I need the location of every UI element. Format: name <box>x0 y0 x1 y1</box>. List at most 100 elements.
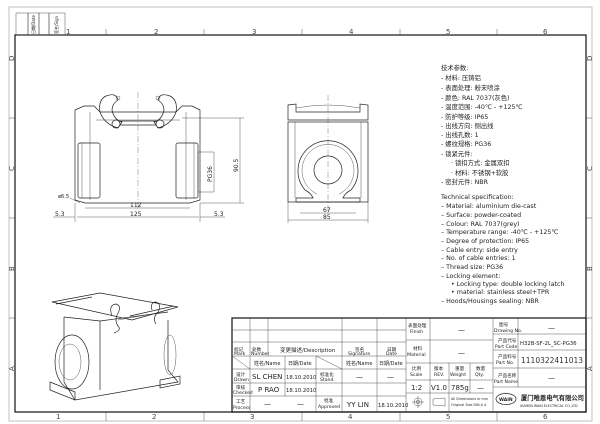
rev-label-en: REV. <box>434 372 444 378</box>
projection-symbol-icon <box>412 396 446 408</box>
process-label-cn: 工艺 <box>236 399 246 405</box>
zone-bottom-2: 2 <box>152 413 156 421</box>
part-code-label-en: Part Code <box>495 344 517 350</box>
dim-right-offset: 5.3 <box>214 211 224 218</box>
part-no-label-cn: 产品料号 <box>498 353 517 360</box>
zone-markers: 1 2 3 4 5 6 1 2 3 4 5 6 D C B A D C B A <box>8 28 594 421</box>
spec-cn-line: - 材料: 压铸铝 <box>441 73 481 82</box>
dim-left-offset: 5.3 <box>55 211 65 218</box>
material-label-en: Material <box>407 352 426 358</box>
name-header-2: 姓名/Name <box>346 360 372 367</box>
front-view: 112 125 5.3 5.3 90.5 PG36 ø6.5 <box>53 92 244 222</box>
spec-en-line: – Colour: RAL 7037(grey) <box>441 221 520 228</box>
spec-cn-title: 技术参数: <box>441 63 468 72</box>
checked-label-cn: 审核 <box>236 384 246 391</box>
dim-inner-width: 112 <box>130 202 142 209</box>
title-block: 标记 Mark 处数 Number 变更描述/Description 签名 Si… <box>231 317 587 413</box>
spec-en-line: – Cable entry: side entry <box>441 247 518 254</box>
number-label-en: Number <box>251 351 270 357</box>
part-code-value: H32B-SF-2L_SC-PG36 <box>520 341 577 347</box>
dim-hole: ø6.5 <box>58 194 69 200</box>
finish-label-cn: 表面处理 <box>408 322 427 329</box>
spec-cn-line: · 锁扣方式: 金属双扣 <box>451 158 510 167</box>
zone-top-2: 2 <box>154 28 158 36</box>
drawn-date: 18.10.2010 <box>286 375 317 381</box>
spec-cn-line: - 防护等级: IP65 <box>441 112 488 121</box>
spec-en-line: – Degree of protection: IP65 <box>441 238 529 245</box>
spec-cn-line: - 密封元件: NBR <box>441 177 489 186</box>
spec-cn-line: · 材料: 不锈钢+软胶 <box>451 168 509 177</box>
dim-outer-width: 125 <box>130 211 142 218</box>
drawn-name: SL CHEN <box>252 373 282 381</box>
zone-bottom-6: 6 <box>543 413 548 421</box>
qty-value: — <box>477 384 484 392</box>
zone-right-D: D <box>586 56 594 61</box>
zone-top-3: 3 <box>252 28 256 36</box>
corner-label-date: 日期/Date <box>30 15 36 34</box>
number-label-cn: 处数 <box>252 346 262 353</box>
weight-label-cn: 重量 <box>455 365 465 372</box>
spec-en-line: – Temperature range: -40℃ - +125℃ <box>441 229 558 236</box>
spec-cn-line: - 温度范围: -40℃ - +125℃ <box>441 102 523 111</box>
date-label-en: Date <box>386 351 397 357</box>
corner-label-sign: 签名/Sign <box>53 15 59 34</box>
isometric-view <box>49 292 181 401</box>
spec-en-line: • material: stainless steel+TPR <box>451 289 550 296</box>
zone-top-1: 1 <box>66 28 70 36</box>
description-label: 变更描述/Description <box>280 346 336 354</box>
spec-cn-line: - 表面处理: 粉末喷涂 <box>441 83 500 92</box>
spec-en-title: Technical specification: <box>440 194 514 201</box>
spec-cn-line: - 锁紧元件: <box>441 149 473 158</box>
part-name-label-cn: 产品名称 <box>498 372 517 379</box>
original-size-note: Original Size DIN A 4 <box>451 403 486 407</box>
part-name-value: — <box>548 374 555 382</box>
scale-value: 1:2 <box>411 384 422 392</box>
process-date: — <box>297 400 304 408</box>
finish-value: — <box>458 326 465 334</box>
company-name-cn: 厦门唯恩电气有限公司 <box>520 393 584 402</box>
rev-value: V1.0 <box>431 384 447 392</box>
signature-label-cn: 签名 <box>355 346 364 353</box>
mark-label-cn: 标记 <box>234 346 244 353</box>
zone-bottom-5: 5 <box>446 413 450 421</box>
stand-label-en: Stand. <box>320 377 335 383</box>
zone-right-C: C <box>586 166 594 171</box>
qty-label-en: Qty. <box>475 372 484 378</box>
spec-cn-line: - 螺纹规格: PG36 <box>441 139 491 148</box>
dim-side-inner-width: 67 <box>323 207 331 214</box>
drawing-no-value: — <box>548 324 555 332</box>
spec-cn-line: - 出线孔数: 1 <box>441 130 479 139</box>
drawn-label-en: Drawn <box>234 377 249 383</box>
zone-top-5: 5 <box>446 28 450 36</box>
side-view: 67 85 <box>287 95 369 223</box>
spec-en-line: – Thread size: PG36 <box>441 264 503 271</box>
zone-left-A: A <box>8 366 16 371</box>
approved-label-en: Approved <box>318 404 340 410</box>
zone-left-C: C <box>8 166 16 171</box>
stand-date: — <box>387 373 394 381</box>
stand-name: — <box>356 373 363 381</box>
zone-right-B: B <box>586 266 594 271</box>
drawing-no-label-cn: 图号 <box>499 322 509 328</box>
qty-label-cn: 数量 <box>476 365 486 372</box>
dim-thread: PG36 <box>207 166 214 182</box>
mark-label-en: Mark <box>234 351 246 357</box>
weight-value: 785g <box>451 384 469 392</box>
part-no-value: 1110322411013 <box>521 356 583 365</box>
material-value: — <box>458 349 465 357</box>
technical-spec-cn: 技术参数: - 材料: 压铸铝 - 表面处理: 粉末喷涂 - 颜色: RAL 7… <box>441 63 523 186</box>
zone-bottom-4: 4 <box>348 413 353 421</box>
zone-top-6: 6 <box>543 28 548 36</box>
outer-frame <box>8 6 593 422</box>
logo-text: WAIN <box>499 397 513 403</box>
part-name-label-en: Part Name <box>494 379 518 385</box>
company-name-en: XIAMEN WAIN ELECTRICAL CO.,LTD <box>520 404 578 408</box>
signature-label-en: Signature <box>348 351 370 357</box>
weight-label-en: Weight <box>450 372 466 378</box>
dim-side-outer-width: 85 <box>323 214 331 221</box>
checked-date: 18.10.2010 <box>286 388 317 394</box>
date-label-cn: 日期 <box>387 347 397 353</box>
dim-height: 90.5 <box>233 158 240 172</box>
zone-right-A: A <box>586 366 594 371</box>
material-label-cn: 材料 <box>413 345 423 352</box>
